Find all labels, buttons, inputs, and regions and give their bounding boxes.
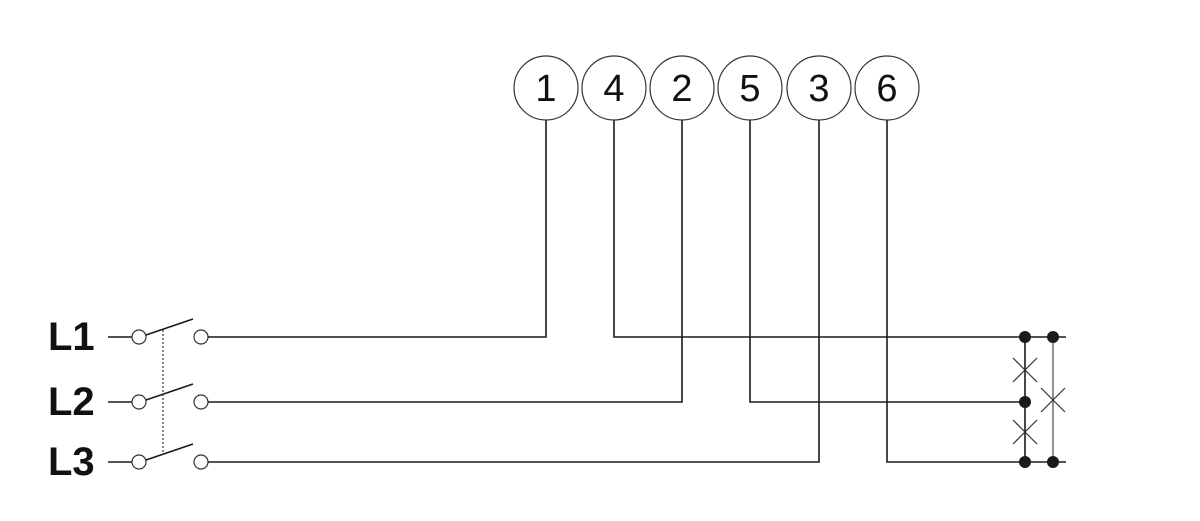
svg-text:1: 1 <box>535 68 556 110</box>
junction-dot <box>1019 331 1031 343</box>
junction-dot <box>1019 456 1031 468</box>
terminal-badge-3: 3 <box>786 55 852 121</box>
terminal-badge-1: 1 <box>513 55 579 121</box>
terminal-badge-6: 6 <box>854 55 920 121</box>
svg-text:4: 4 <box>603 68 624 110</box>
wire-l3-to-terminal-3 <box>208 120 820 463</box>
wire-terminal-5-to-bus <box>749 120 1025 403</box>
svg-text:6: 6 <box>876 68 897 110</box>
switch-pole-l3 <box>108 443 209 470</box>
switch-pole-l1 <box>108 318 209 345</box>
wire-terminal-6-to-bus <box>886 120 1066 463</box>
svg-text:3: 3 <box>808 68 829 110</box>
phase-label-l3: L3 <box>48 440 95 484</box>
terminal-badge-5: 5 <box>717 55 783 121</box>
bridge-assembly <box>1012 331 1066 468</box>
junction-dot <box>1047 456 1059 468</box>
wire-terminal-4-to-bus <box>613 120 1066 338</box>
svg-text:2: 2 <box>671 68 692 110</box>
switch-pole-l2 <box>108 383 209 410</box>
wire-l1-to-terminal-1 <box>208 120 547 338</box>
phase-label-l2: L2 <box>48 380 95 424</box>
wire-l2-to-terminal-2 <box>208 120 683 403</box>
terminal-badge-2: 2 <box>649 55 715 121</box>
junction-dot <box>1047 331 1059 343</box>
phase-label-l1: L1 <box>48 315 95 359</box>
junction-dot <box>1019 396 1031 408</box>
svg-text:5: 5 <box>739 68 760 110</box>
terminal-badge-4: 4 <box>581 55 647 121</box>
